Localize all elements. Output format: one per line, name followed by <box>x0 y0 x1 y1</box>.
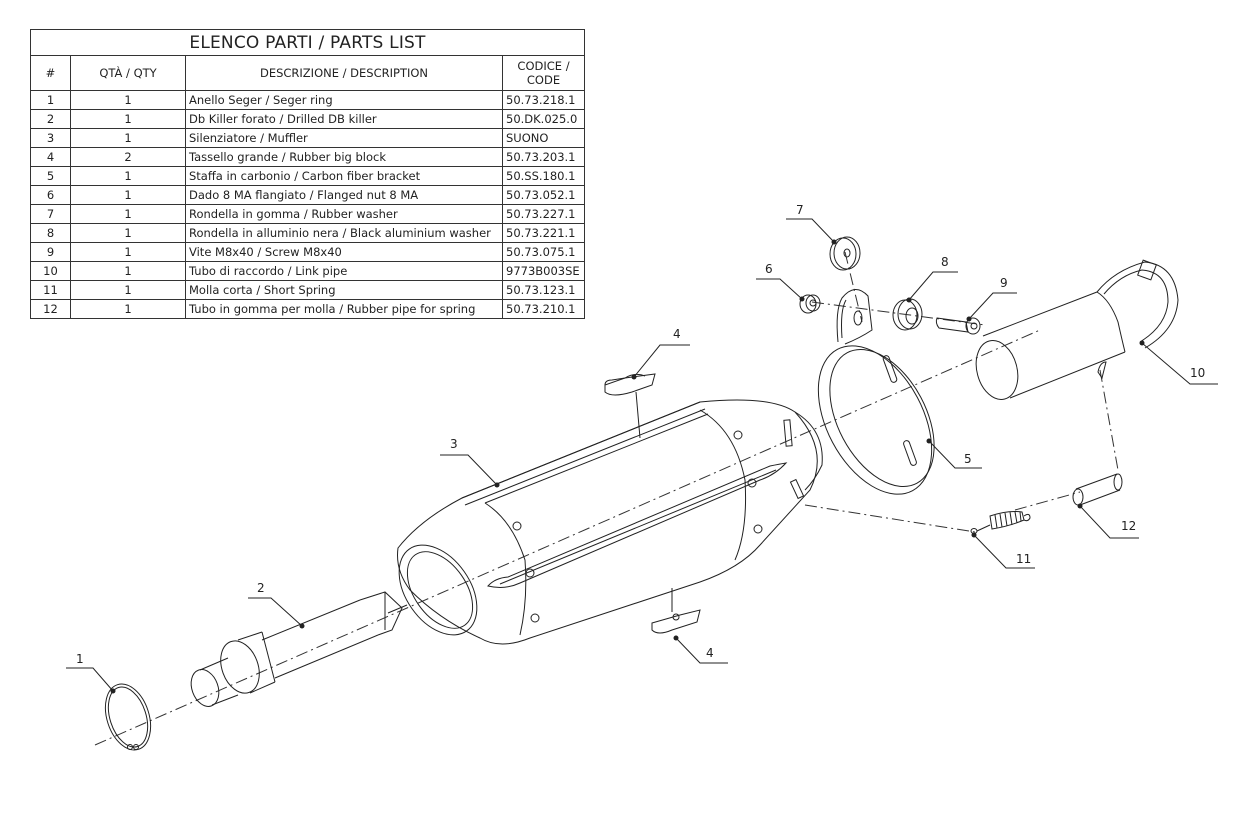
flanged-nut-part <box>799 294 821 314</box>
seger-ring-part <box>104 683 152 751</box>
parts-list-title: ELENCO PARTI / PARTS LIST <box>30 29 585 56</box>
muffler-part <box>397 399 823 645</box>
cell-description: Dado 8 MA flangiato / Flanged nut 8 MA <box>185 185 503 205</box>
carbon-bracket-part <box>817 289 935 495</box>
cell-number: 12 <box>30 299 71 319</box>
callout-12: 12 <box>1121 519 1136 533</box>
callout-4-top: 4 <box>673 327 681 341</box>
column-header-number: # <box>30 55 71 91</box>
parts-list-table: ELENCO PARTI / PARTS LIST # QTÀ / QTY DE… <box>30 29 585 319</box>
callout-7: 7 <box>796 203 804 217</box>
leader-dots <box>110 239 1145 694</box>
callout-8: 8 <box>941 255 949 269</box>
cell-code: 50.73.210.1 <box>502 299 585 319</box>
callout-1: 1 <box>76 652 84 666</box>
leader-lines <box>66 218 1218 692</box>
assembly-axis <box>94 251 1119 746</box>
rubber-pipe-part <box>1072 473 1123 506</box>
callout-4-bottom: 4 <box>706 646 714 660</box>
callout-labels: 1 2 3 4 4 5 6 7 8 9 10 11 12 <box>76 203 1205 666</box>
column-header-code: CODICE / CODE <box>502 55 585 91</box>
rubber-block-bottom-part <box>651 588 701 634</box>
cell-code: 50.73.075.1 <box>502 242 585 262</box>
callout-6: 6 <box>765 262 773 276</box>
cell-code: 50.73.218.1 <box>502 90 585 110</box>
callout-3: 3 <box>450 437 458 451</box>
cell-code: 9773B003SE <box>502 261 585 281</box>
rubber-washer-part <box>829 236 861 271</box>
screw-part <box>935 317 981 335</box>
cell-description: Rondella in alluminio nera / Black alumi… <box>185 223 503 243</box>
cell-description: Staffa in carbonio / Carbon fiber bracke… <box>185 166 503 186</box>
cell-description: Tubo in gomma per molla / Rubber pipe fo… <box>185 299 503 319</box>
cell-description: Molla corta / Short Spring <box>185 280 503 300</box>
callout-5: 5 <box>964 452 972 466</box>
link-pipe-part <box>975 259 1179 400</box>
cell-code: 50.DK.025.0 <box>502 109 585 129</box>
callout-9: 9 <box>1000 276 1008 290</box>
cell-description: Vite M8x40 / Screw M8x40 <box>185 242 503 262</box>
db-killer-part <box>190 591 408 707</box>
callout-10: 10 <box>1190 366 1205 380</box>
callout-11: 11 <box>1016 552 1031 566</box>
cell-description: Silenziatore / Muffler <box>185 128 503 148</box>
callout-2: 2 <box>257 581 265 595</box>
rubber-block-top-part <box>604 373 656 439</box>
short-spring-part <box>970 511 1031 534</box>
